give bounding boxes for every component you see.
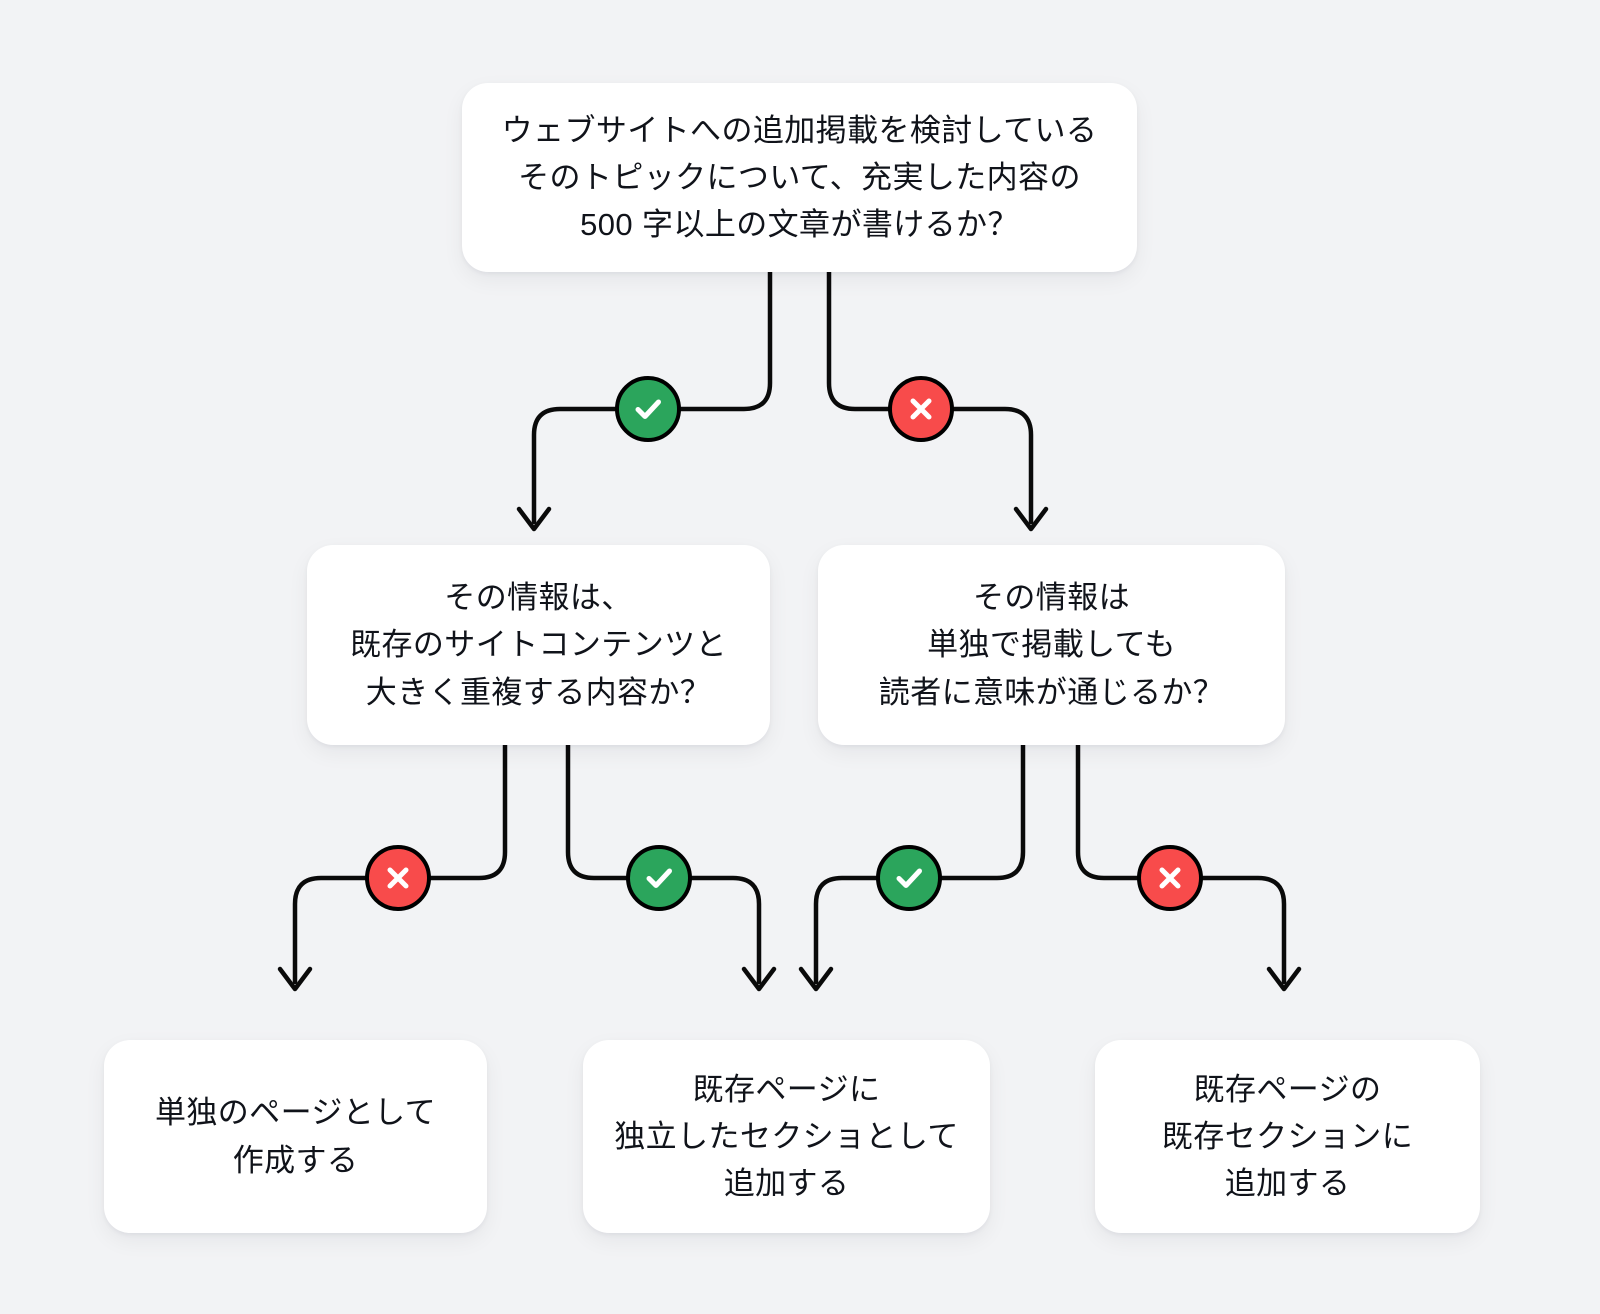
edge-q3-yes-head [874,742,1026,881]
arrowhead-to-q3 [1013,506,1049,532]
node-question-3-label: その情報は 単独で掲載しても 読者に意味が通じるか？ [878,580,1225,710]
node-outcome-2-label: 既存ページに 独立したセクショとして 追加する [614,1071,959,1202]
edge-q3-no-head [1075,742,1141,881]
arrowhead-to-r1 [277,966,313,992]
node-outcome-2[interactable]: 既存ページに 独立したセクショとして 追加する [583,1040,990,1233]
node-question-1-label: ウェブサイトへの追加掲載を検討している そのトピックについて、充実した内容の 5… [501,112,1098,243]
edge-q2-yes-head [565,742,630,881]
cross-icon [1151,859,1189,897]
node-question-2-label: その情報は、 既存のサイトコンテンツと 大きく重複する内容か？ [350,580,727,710]
arrowhead-to-r2-right [798,966,834,992]
check-icon [640,859,678,897]
badge-yes-q2-to-outcome-2 [626,845,692,911]
badge-no-q2-to-outcome-1 [365,845,431,911]
node-question-3[interactable]: その情報は 単独で掲載しても 読者に意味が通じるか？ [818,545,1285,745]
node-question-1[interactable]: ウェブサイトへの追加掲載を検討している そのトピックについて、充実した内容の 5… [462,83,1137,272]
arrowhead-to-q2 [516,506,552,532]
edge-q1-yes-to-q2 [613,269,773,412]
edge-q1-no-tail [950,406,1034,525]
edge-q3-yes-tail [813,875,944,985]
badge-yes-q1-to-q2 [615,376,681,442]
edge-q1-yes-tail [531,406,683,525]
edge-q1-no-head [826,269,892,412]
cross-icon [379,859,417,897]
check-icon [890,859,928,897]
node-outcome-1[interactable]: 単独のページとして 作成する [104,1040,487,1233]
node-question-2[interactable]: その情報は、 既存のサイトコンテンツと 大きく重複する内容か？ [307,545,770,745]
node-outcome-3[interactable]: 既存ページの 既存セクションに 追加する [1095,1040,1480,1233]
badge-yes-q3-to-outcome-2 [876,845,942,911]
node-outcome-3-label: 既存ページの 既存セクションに 追加する [1161,1071,1414,1202]
edge-q3-no-tail [1199,875,1287,985]
check-icon [629,390,667,428]
edge-q2-no-head [363,742,508,881]
badge-no-q3-to-outcome-3 [1137,845,1203,911]
cross-icon [902,390,940,428]
arrowhead-to-r2-left [741,966,777,992]
node-outcome-1-label: 単独のページとして 作成する [154,1095,437,1178]
edge-q2-yes-tail [688,875,762,985]
arrowhead-to-r3 [1266,966,1302,992]
badge-no-q1-to-q3 [888,376,954,442]
edge-q2-no-tail [292,875,433,985]
